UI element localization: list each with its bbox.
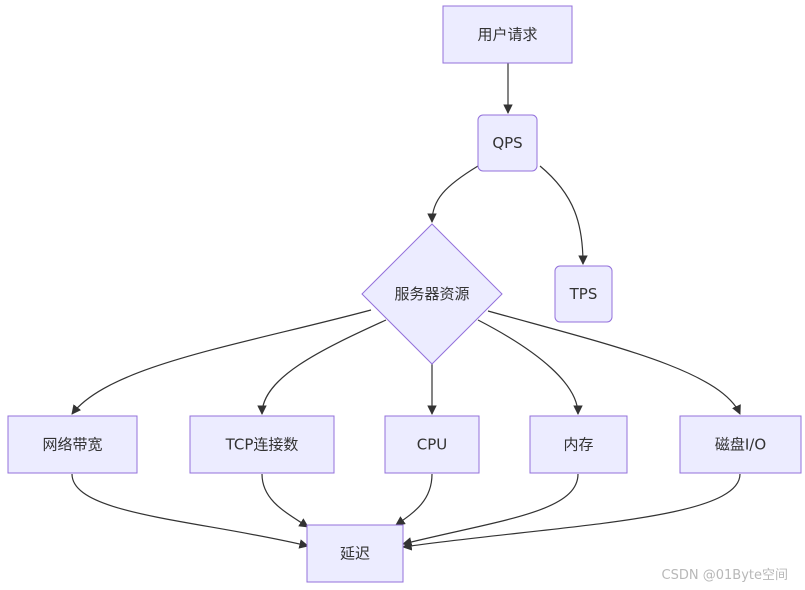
node-qps-label: QPS	[492, 134, 522, 152]
node-qps: QPS	[477, 114, 538, 172]
edge-server-to-memory	[477, 319, 583, 415]
edge-server-to-tcp	[257, 319, 387, 415]
node-tps-label: TPS	[569, 285, 598, 303]
edge-qps-to-tps	[539, 165, 588, 265]
node-disk-io-label: 磁盘I/O	[715, 436, 766, 454]
node-tcp-connections-label: TCP连接数	[225, 436, 299, 454]
node-user-request-label: 用户请求	[477, 26, 537, 44]
node-memory: 内存	[529, 415, 628, 474]
edge-server-to-bandwidth	[71, 309, 372, 415]
node-user-request: 用户请求	[442, 5, 573, 64]
edge-bandwidth-to-latency	[71, 473, 309, 549]
node-latency-label: 延迟	[340, 545, 370, 563]
edges	[71, 63, 741, 551]
node-latency: 延迟	[306, 524, 404, 583]
node-disk-io: 磁盘I/O	[679, 415, 802, 474]
edge-qps-to-server-resources	[427, 165, 479, 223]
edge-cpu-to-latency	[395, 473, 433, 526]
node-tps: TPS	[554, 265, 613, 323]
node-bandwidth-label: 网络带宽	[42, 436, 102, 454]
edge-memory-to-latency	[402, 473, 579, 547]
edge-server-to-disk	[487, 310, 741, 415]
edge-tcp-to-latency	[261, 473, 309, 528]
edge-disk-to-latency	[402, 473, 741, 551]
node-server-resources-label: 服务器资源	[394, 285, 469, 303]
node-cpu-label: CPU	[417, 436, 448, 454]
node-cpu: CPU	[384, 415, 480, 474]
node-server-resources: 服务器资源	[361, 223, 503, 365]
node-tcp-connections: TCP连接数	[189, 415, 335, 474]
node-bandwidth: 网络带宽	[7, 415, 138, 474]
watermark: CSDN @01Byte空间	[662, 568, 788, 583]
node-memory-label: 内存	[563, 436, 593, 454]
